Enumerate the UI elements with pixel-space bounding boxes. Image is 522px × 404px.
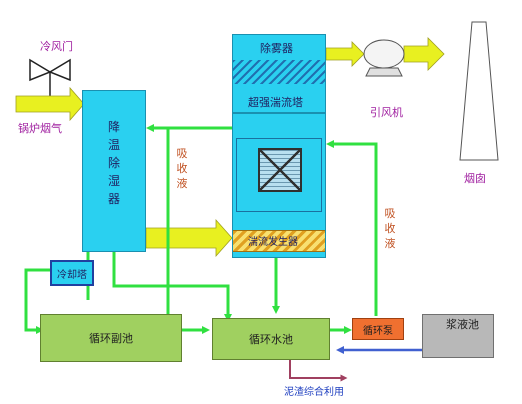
pump-box: 循环泵 [352,318,404,340]
sub-pool-box: 循环副池 [40,314,182,362]
fan-to-chimney-arrow [403,37,445,71]
pump-label: 循环泵 [363,325,393,337]
cooling-tower-box: 冷却塔 [50,260,94,286]
demister-label: 除雾器 [260,42,293,55]
cooler-outlet-arrow [145,218,233,258]
slurry-pool-label: 浆液池 [446,318,479,331]
absorbent-label-2: 吸收液 [384,207,396,250]
cooling-tower-label: 冷却塔 [57,269,87,281]
pipe-sludge [289,358,348,382]
turbulence-gen-label: 湍流发生器 [248,237,298,248]
sub-pool-label: 循环副池 [89,332,133,345]
cooler-box [82,90,146,252]
demister-stripes [233,60,325,84]
packing-cross [258,148,302,192]
chimney-label: 烟囱 [464,172,486,185]
damper-label: 冷风门 [40,40,73,53]
slurry-pool-box [422,314,494,358]
pipe-cooler-bottom [112,252,232,322]
sludge-label: 泥渣综合利用 [284,387,344,398]
turbulent-tower-label: 超强湍流塔 [248,96,303,109]
pipe-cooling-loop [24,268,50,334]
main-pool-box: 循环水池 [212,318,330,360]
main-pool-label: 循环水池 [249,333,293,346]
damper-icon [29,58,71,100]
tower-to-fan-arrow [325,41,365,67]
absorbent-label-1: 吸收液 [176,147,188,190]
fan-icon [363,39,405,77]
chimney-shape [459,21,499,161]
tower-divider [233,112,325,114]
packing-box [236,138,322,212]
cooler-label: 降温除湿器 [108,120,121,206]
pipe-pump-to-tower [326,140,378,316]
fan-label: 引风机 [370,106,403,119]
flue-gas-arrow [15,86,85,122]
flue-gas-label: 锅炉烟气 [18,122,62,135]
turbulence-gen-box [233,230,325,252]
